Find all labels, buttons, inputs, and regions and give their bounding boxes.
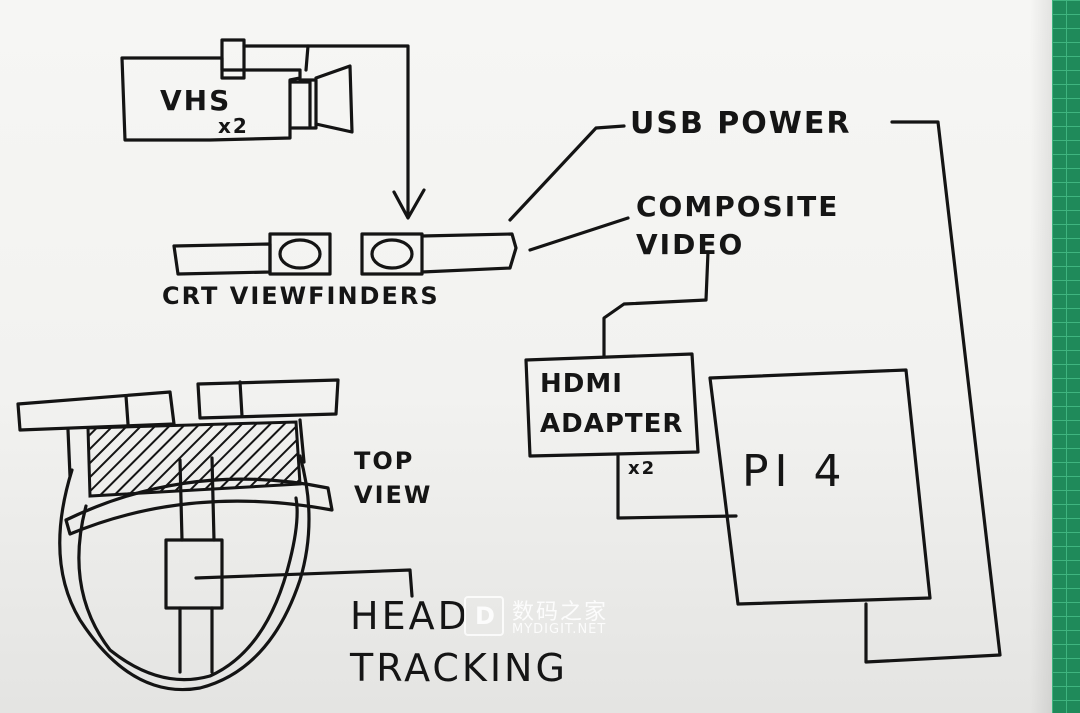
watermark-logo-letter: D	[475, 602, 495, 630]
pi4-box	[708, 368, 932, 606]
watermark-site: MYDIGIT.NET	[512, 622, 607, 637]
pi4-label: PI 4	[742, 446, 848, 497]
composite-video-label: COMPOSITE VIDEO	[636, 190, 840, 261]
crt-viewfinders-label: CRT VIEWFINDERS	[162, 282, 440, 310]
hdmi-adapter-box	[524, 352, 700, 458]
cutting-mat	[1052, 0, 1080, 713]
usb-power-line	[508, 124, 626, 222]
video-arrow	[306, 44, 426, 220]
hdmi-to-pi-wire	[616, 454, 738, 520]
composite-video-line	[528, 216, 630, 252]
vhs-count-label: x2	[218, 114, 249, 138]
watermark-name: 数码之家	[512, 600, 609, 625]
usb-power-wire	[864, 120, 1002, 664]
usb-power-label: USB POWER	[630, 106, 852, 141]
top-view-label: TOP VIEW	[354, 447, 433, 509]
head-tracking-label: HEAD TRACKING	[350, 594, 568, 690]
hdmi-adapter-label: HDMI ADAPTER	[540, 369, 684, 439]
hdmi-count-label: x2	[628, 458, 657, 479]
crt-viewfinder-left	[172, 232, 332, 276]
helmet-top-view	[16, 378, 414, 692]
watermark-logo-icon: D	[464, 596, 504, 636]
paper-shadow	[1030, 0, 1052, 713]
vhs-camera	[120, 38, 354, 142]
crt-viewfinder-right	[360, 232, 518, 276]
composite-to-hdmi-line	[602, 250, 710, 358]
vhs-label: VHS	[160, 84, 232, 117]
